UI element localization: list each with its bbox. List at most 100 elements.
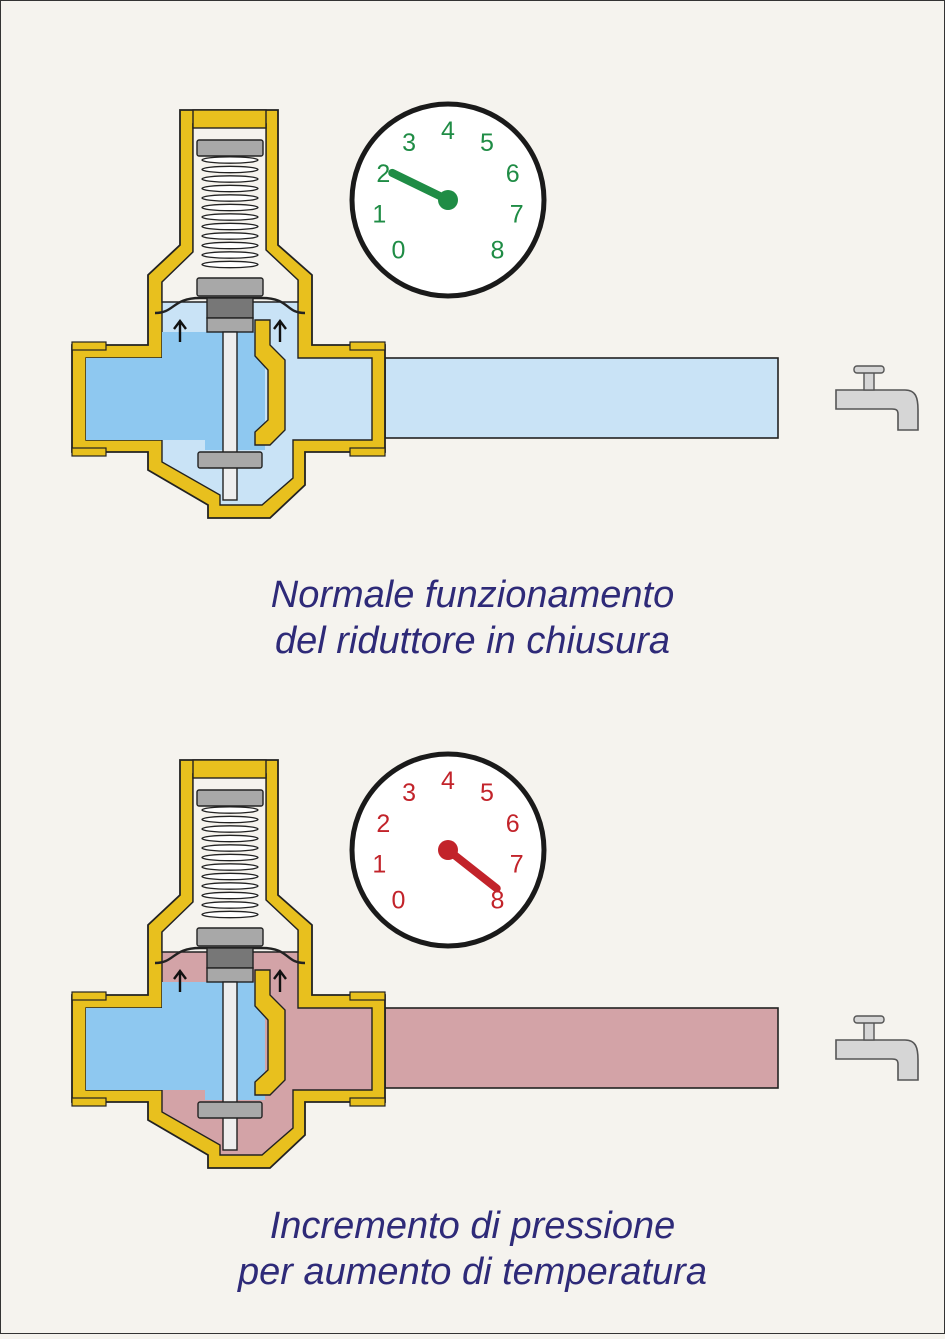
caption-1-line-2: del riduttore in chiusura [275, 620, 670, 662]
gauge-tick-label: 2 [376, 160, 390, 188]
gauge-tick-label: 3 [402, 129, 416, 157]
gauge-tick-label: 4 [441, 767, 455, 795]
spring-coil [201, 901, 259, 909]
spring-coil [201, 156, 259, 164]
pressure-arrow [273, 319, 287, 342]
tap-icon [835, 365, 919, 431]
gauge-tick-label: 7 [510, 851, 524, 879]
gauge-tick-label: 4 [441, 117, 455, 145]
spring-coil [201, 222, 259, 231]
spring-coil [201, 882, 259, 890]
spring-coil [201, 872, 259, 881]
tap-icon [835, 1015, 919, 1081]
tap-spout [835, 1039, 919, 1081]
spring-bottom-plate [196, 927, 264, 947]
spring-coil [201, 834, 259, 843]
caption-2-line-1: Incremento di pressione [269, 1205, 676, 1247]
valve-seat-wall [254, 319, 286, 446]
piston-upper [206, 947, 254, 969]
gauge-tick-label: 3 [402, 779, 416, 807]
gauge-needle [388, 168, 452, 204]
cap-top [192, 759, 267, 779]
tap-handle [853, 365, 885, 374]
spring-coil [201, 844, 259, 852]
tap-stem [863, 371, 875, 391]
gauge-tick-label: 1 [372, 201, 386, 229]
downstream-pipe [384, 1007, 779, 1089]
spring-coil [201, 863, 259, 871]
spring-chamber [161, 123, 299, 303]
gauge-tick-label: 5 [480, 129, 494, 157]
spring-coil [201, 825, 259, 833]
downstream-pipe [384, 357, 779, 439]
gauge-tick-label: 5 [480, 779, 494, 807]
flange-left-top [71, 991, 107, 1001]
spring-coil [201, 910, 259, 919]
piston-upper [206, 297, 254, 319]
caption-2-line-2: per aumento di temperatura [238, 1251, 707, 1293]
flange-right-bottom [349, 1097, 386, 1107]
gauge-tick-label: 1 [372, 851, 386, 879]
spring-coil [201, 232, 259, 240]
gauge-tick-label: 8 [491, 887, 505, 915]
spring-coil [201, 241, 259, 250]
spring-coil [201, 213, 259, 221]
pressure-arrow [173, 319, 187, 342]
gauge-tick-label: 2 [376, 810, 390, 838]
gauge-hub [438, 190, 458, 210]
spring-coil [201, 175, 259, 183]
gauge-tick-label: 0 [392, 887, 406, 915]
flange-right-bottom [349, 447, 386, 457]
spring-coil [201, 203, 259, 212]
valve-disk [197, 1101, 263, 1119]
gauge-tick-label: 6 [506, 810, 520, 838]
valve-seat-wall [254, 969, 286, 1096]
piston-seal [206, 317, 254, 333]
inlet-water [86, 332, 208, 440]
flange-left-bottom [71, 1097, 107, 1107]
spring-coil [201, 853, 259, 862]
caption-1: Normale funzionamento del riduttore in c… [0, 572, 945, 664]
spring-coil [201, 260, 259, 269]
spring [201, 806, 259, 919]
gauge-tick-label: 8 [491, 237, 505, 265]
pressure-arrow [173, 969, 187, 992]
spring-coil [201, 251, 259, 259]
piston-seal [206, 967, 254, 983]
gauge-needle [444, 846, 501, 893]
flange-right-top [349, 991, 386, 1001]
valve-stem [222, 981, 238, 1151]
valve-stem [222, 331, 238, 501]
gauge-tick-label: 6 [506, 160, 520, 188]
pressure-arrow [273, 969, 287, 992]
spring-coil [201, 891, 259, 900]
valve-disk [197, 451, 263, 469]
gauge-tick-label: 7 [510, 201, 524, 229]
gauge-tick-label: 0 [392, 237, 406, 265]
flange-left-bottom [71, 447, 107, 457]
spring-coil [201, 184, 259, 193]
caption-1-line-1: Normale funzionamento [270, 574, 675, 616]
caption-2: Incremento di pressione per aumento di t… [0, 1203, 945, 1295]
flange-left-top [71, 341, 107, 351]
cap-top [192, 109, 267, 129]
spring-coil [201, 194, 259, 202]
spring-chamber [161, 773, 299, 953]
tap-handle [853, 1015, 885, 1024]
tap-spout [835, 389, 919, 431]
gauge-hub [438, 840, 458, 860]
spring-coil [201, 815, 259, 824]
spring [201, 156, 259, 269]
inlet-water [86, 982, 208, 1090]
spring-top-plate [196, 789, 264, 807]
tap-stem [863, 1021, 875, 1041]
spring-coil [201, 165, 259, 174]
spring-coil [201, 806, 259, 814]
flange-right-top [349, 341, 386, 351]
